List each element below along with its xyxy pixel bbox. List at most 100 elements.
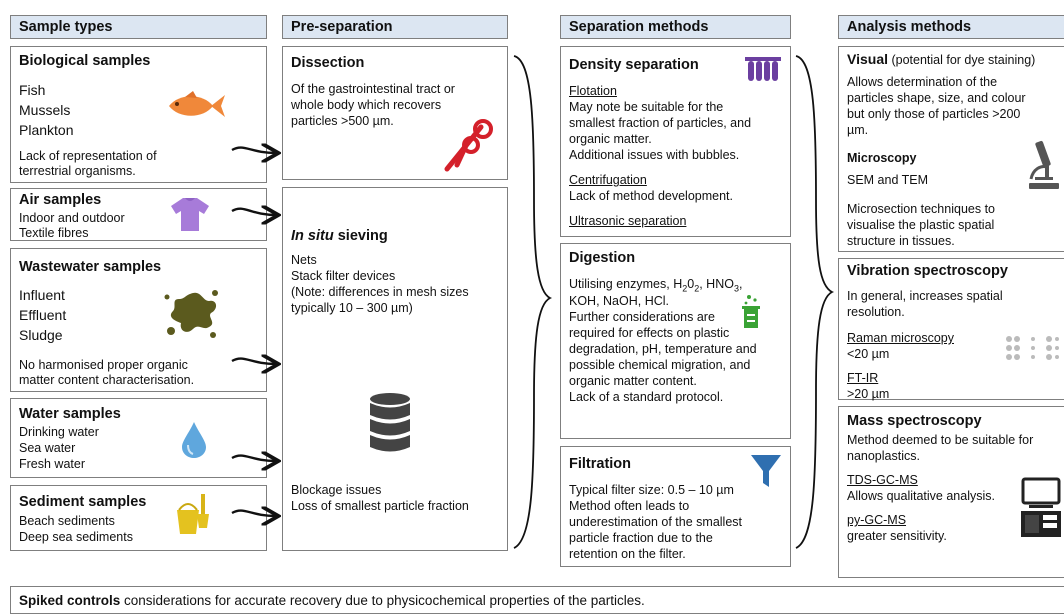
sieving-line: Nets (291, 253, 317, 267)
visual-line: particles shape, size, and colour (847, 91, 1026, 105)
dissection-title: Dissection (291, 55, 365, 71)
ultrasonic-separation-label: Ultrasonic separation (569, 214, 687, 228)
biological-item-mussels: Mussels (19, 102, 71, 118)
visual-analysis-box: Visual (potential for dye staining) Allo… (838, 46, 1064, 252)
test-tubes-icon (745, 57, 781, 81)
py-gc-ms-line: greater sensitivity. (847, 529, 947, 543)
mass-line: nanoplastics. (847, 449, 920, 463)
arrow-biological (231, 148, 276, 153)
tds-gc-ms-line: Allows qualitative analysis. (847, 489, 995, 503)
flotation-line: smallest fraction of particles, and (569, 116, 752, 130)
biological-title: Biological samples (19, 53, 151, 69)
water-title: Water samples (19, 406, 121, 422)
header-label: Pre-separation (291, 19, 393, 35)
water-item: Drinking water (19, 425, 99, 439)
centrifugation-label: Centrifugation (569, 173, 647, 187)
centrifugation-line: Lack of method development. (569, 189, 733, 203)
py-gc-ms-label: py-GC-MS (847, 513, 907, 527)
splat-icon (164, 290, 218, 338)
digestion-line: Lack of a standard protocol. (569, 390, 724, 404)
visual-title-note: (potential for dye staining) (888, 53, 1036, 67)
tds-gc-ms-label: TDS-GC-MS (847, 473, 918, 487)
digestion-title: Digestion (569, 250, 636, 266)
wastewater-note-line: matter content characterisation. (19, 373, 195, 387)
filtration-line: underestimation of the smallest (569, 515, 743, 529)
density-separation-box: Density separation Flotation May note be… (560, 46, 791, 237)
dissection-box: Dissection Of the gastrointestinal tract… (282, 46, 508, 180)
arrow-wastewater (231, 359, 276, 364)
mass-line: Method deemed to be suitable for (847, 433, 1034, 447)
microscopy-line: visualise the plastic spatial (847, 218, 995, 232)
filtration-line: retention on the filter. (569, 547, 686, 561)
sieving-title-rest: sieving (333, 228, 388, 244)
digestion-box: Digestion Utilising enzymes, H202, HNO3,… (560, 243, 791, 439)
dissection-line: Of the gastrointestinal tract or (291, 82, 455, 96)
flotation-line: May note be suitable for the (569, 100, 724, 114)
ftir-value: >20 µm (847, 387, 890, 401)
scissors-icon (444, 119, 493, 172)
wastewater-title: Wastewater samples (19, 259, 162, 275)
bucket-spade-icon (177, 494, 209, 534)
dissection-line: particles >500 µm. (291, 114, 394, 128)
filtration-line: Typical filter size: 0.5 – 10 µm (569, 483, 734, 497)
digestion-line: required for effects on plastic (569, 326, 730, 340)
biological-samples-box: Biological samples Fish Mussels Plankton… (10, 46, 267, 183)
microscopy-line: Microsection techniques to (847, 202, 995, 216)
vibration-line: In general, increases spatial (847, 289, 1003, 303)
sieving-footer-line: Loss of smallest particle fraction (291, 499, 469, 513)
reagent-text: Utilising enzymes, H (569, 277, 683, 291)
density-title: Density separation (569, 57, 699, 73)
visual-line: Allows determination of the (847, 75, 998, 89)
dot-pattern-icon (1006, 336, 1059, 360)
digestion-line: degradation, pH, temperature and (569, 342, 757, 356)
air-item: Indoor and outdoor (19, 211, 125, 225)
sieving-line: typically 10 – 300 µm) (291, 301, 413, 315)
header-pre-separation: Pre-separation (282, 15, 508, 39)
raman-microscopy-label: Raman microscopy (847, 331, 954, 345)
filtration-box: Filtration Typical filter size: 0.5 – 10… (560, 446, 791, 567)
database-icon (370, 393, 410, 452)
arrow-water (231, 456, 276, 461)
mass-spectroscopy-box: Mass spectroscopy Method deemed to be su… (838, 406, 1064, 578)
visual-title-line: Visual (potential for dye staining) (847, 52, 1035, 68)
tshirt-icon (171, 198, 209, 231)
flotation-line: organic matter. (569, 132, 652, 146)
vibration-title: Vibration spectroscopy (847, 263, 1008, 279)
water-drop-icon (182, 422, 206, 458)
reagent-text: , HNO (699, 277, 734, 291)
digestion-line: KOH, NaOH, HCl. (569, 294, 670, 308)
air-title: Air samples (19, 192, 102, 208)
arrow-sediment (231, 511, 276, 516)
mass-title: Mass spectroscopy (847, 413, 982, 429)
water-item: Fresh water (19, 457, 85, 471)
microscope-icon (1029, 140, 1059, 189)
computer-icon (1021, 477, 1061, 537)
microscopy-title: Microscopy (847, 151, 917, 165)
wastewater-item: Influent (19, 287, 65, 303)
sediment-item: Deep sea sediments (19, 530, 133, 544)
sieving-title: In situ sieving (291, 228, 388, 244)
vibration-line: resolution. (847, 305, 905, 319)
reagent-subscript: 2 (694, 283, 700, 294)
header-sample-types: Sample types (10, 15, 267, 39)
reagent-subscript: 2 (682, 283, 688, 294)
digestion-reagents-line: Utilising enzymes, H202, HNO3, (569, 277, 742, 297)
sediment-title: Sediment samples (19, 494, 147, 510)
beaker-icon (742, 295, 760, 328)
biological-item-plankton: Plankton (19, 122, 74, 138)
visual-line: µm. (847, 123, 869, 137)
digestion-line: organic matter content. (569, 374, 697, 388)
biological-note-line: terrestrial organisms. (19, 164, 136, 178)
ftir-label: FT-IR (847, 371, 879, 385)
flotation-line: Additional issues with bubbles. (569, 148, 740, 162)
dissection-line: whole body which recovers (291, 98, 442, 112)
air-samples-box: Air samples Indoor and outdoor Textile f… (10, 188, 267, 241)
digestion-line: Further considerations are (569, 310, 715, 324)
spiked-controls-text: considerations for accurate recovery due… (120, 593, 645, 608)
header-label: Analysis methods (847, 19, 972, 35)
visual-title: Visual (847, 51, 888, 67)
filtration-line: particle fraction due to the (569, 531, 713, 545)
wastewater-samples-box: Wastewater samples Influent Effluent Slu… (10, 248, 267, 392)
arrow-air (231, 209, 276, 215)
